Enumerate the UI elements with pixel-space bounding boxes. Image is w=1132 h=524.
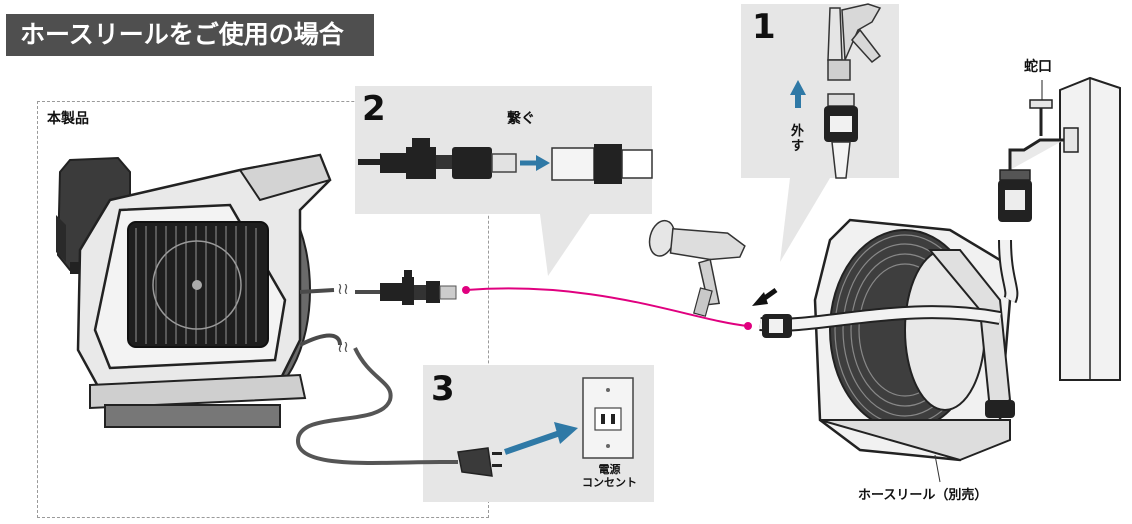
faucet-art (998, 76, 1121, 381)
step-1-label: 外す (791, 124, 805, 154)
step-3-plug-art (440, 377, 634, 477)
svg-text:≀≀: ≀≀ (337, 279, 349, 298)
step-1-nozzle-art (790, 3, 882, 179)
fan-illustration (56, 153, 332, 428)
fan-water-connector (380, 270, 457, 305)
page-title: ホースリールをご使用の場合 (6, 14, 374, 56)
spray-nozzle-art (648, 219, 746, 317)
product-label: 本製品 (47, 111, 89, 127)
step-2-connector-art (358, 138, 653, 184)
step-1-number: 1 (752, 7, 776, 47)
svg-text:≀≀: ≀≀ (337, 337, 349, 356)
faucet-label: 蛇口 (1024, 59, 1052, 75)
step-3-label: 電源 コンセント (582, 463, 637, 489)
step-2-label: 繋ぐ (507, 111, 535, 127)
product-frame (37, 101, 489, 518)
hose-reel-art (759, 218, 1019, 483)
step-1-panel (741, 4, 899, 178)
step-2-number: 2 (362, 89, 386, 129)
hose-reel-label: ホースリール（別売） (858, 488, 988, 503)
step-3-number: 3 (431, 369, 455, 409)
